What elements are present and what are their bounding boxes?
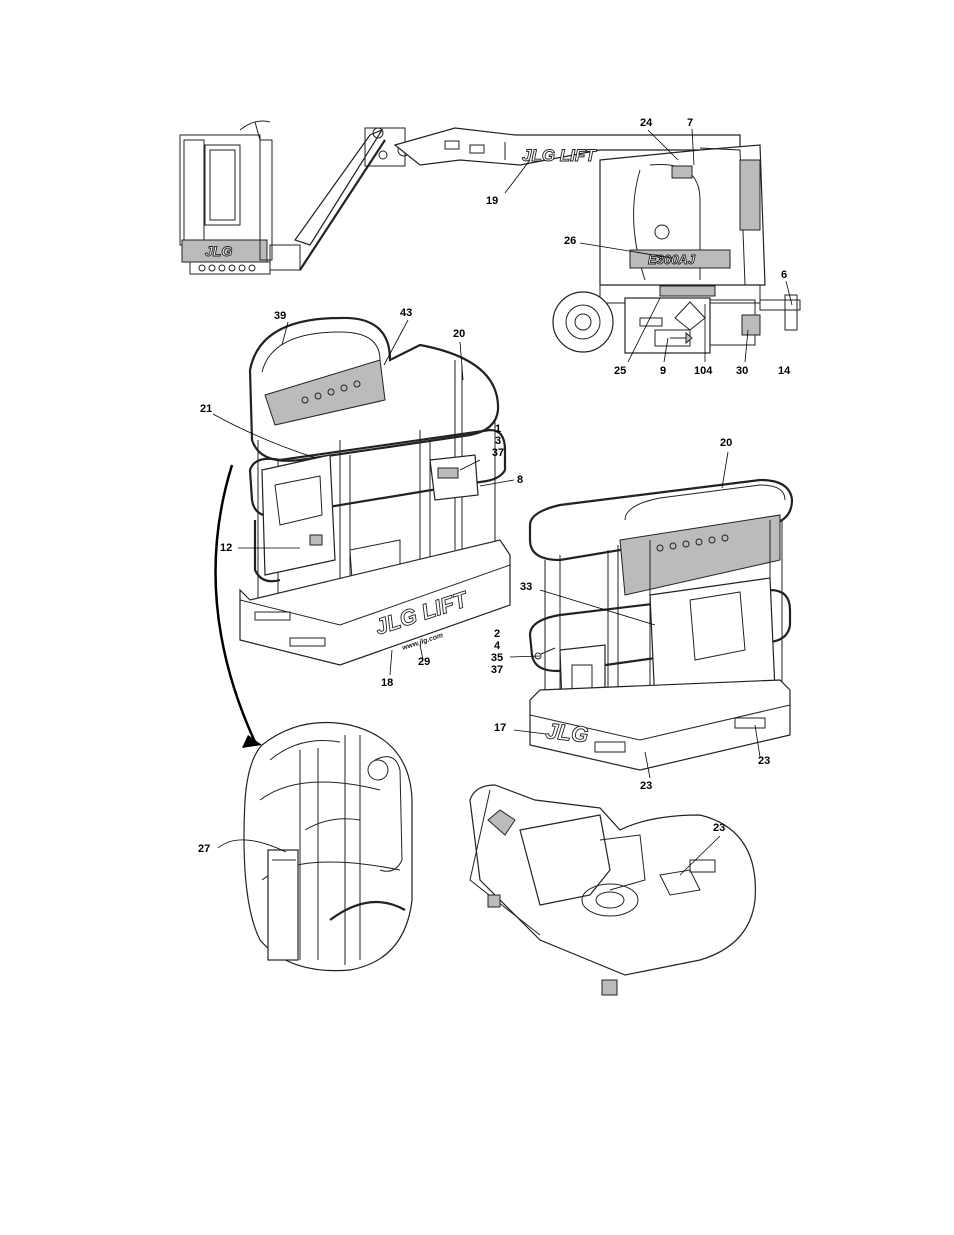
detail-arrow xyxy=(214,464,257,743)
callout-8: 8 xyxy=(517,474,524,486)
callout-6: 6 xyxy=(781,269,788,281)
model-decal: E300AJ xyxy=(648,252,696,267)
callout-43: 43 xyxy=(400,307,413,319)
callout-1: 1 xyxy=(494,423,502,435)
boom-lift-overview: JLG JLG LIFT E300AJ xyxy=(179,120,801,354)
callout-26: 26 xyxy=(564,235,577,247)
callout-1-3-37: 1 3 37 xyxy=(488,423,508,459)
platform-rear-logo-decal: JLG xyxy=(544,718,589,747)
callout-23-b: 23 xyxy=(758,755,771,767)
detail-arrow-head xyxy=(242,735,262,748)
base-plate-view xyxy=(469,784,756,996)
callout-20-a: 20 xyxy=(453,328,466,340)
callout-18: 18 xyxy=(381,677,394,689)
callout-30: 30 xyxy=(736,365,749,377)
callout-39: 39 xyxy=(274,310,287,322)
callout-24: 24 xyxy=(640,117,653,129)
callout-14: 14 xyxy=(778,365,791,377)
callout-23-a: 23 xyxy=(640,780,653,792)
callout-17: 17 xyxy=(494,722,507,734)
boom-logo-decal: JLG LIFT xyxy=(522,146,597,165)
callout-25: 25 xyxy=(614,365,627,377)
callout-27: 27 xyxy=(198,843,211,855)
callout-37-a: 37 xyxy=(491,447,505,459)
platform-front-view: JLG LIFT www.jlg.com xyxy=(239,316,511,666)
leader-lines xyxy=(212,128,793,876)
platform-rear-view: JLG xyxy=(528,478,794,771)
callout-35: 35 xyxy=(490,652,504,664)
callout-33: 33 xyxy=(520,581,533,593)
callout-21: 21 xyxy=(200,403,213,415)
callout-37-b: 37 xyxy=(490,664,504,676)
callout-19: 19 xyxy=(486,195,499,207)
callout-3: 3 xyxy=(494,435,502,447)
callout-9: 9 xyxy=(660,365,667,377)
callout-12: 12 xyxy=(220,542,233,554)
callout-23-c: 23 xyxy=(713,822,726,834)
callout-2: 2 xyxy=(493,628,501,640)
callout-29: 29 xyxy=(418,656,431,668)
callout-4: 4 xyxy=(493,640,501,652)
detail-view xyxy=(243,721,413,972)
callout-7: 7 xyxy=(687,117,694,129)
callout-104: 104 xyxy=(694,365,713,377)
small-platform-logo: JLG xyxy=(205,243,232,259)
callout-20-b: 20 xyxy=(720,437,733,449)
callout-2-4-35-37: 2 4 35 37 xyxy=(486,628,508,676)
